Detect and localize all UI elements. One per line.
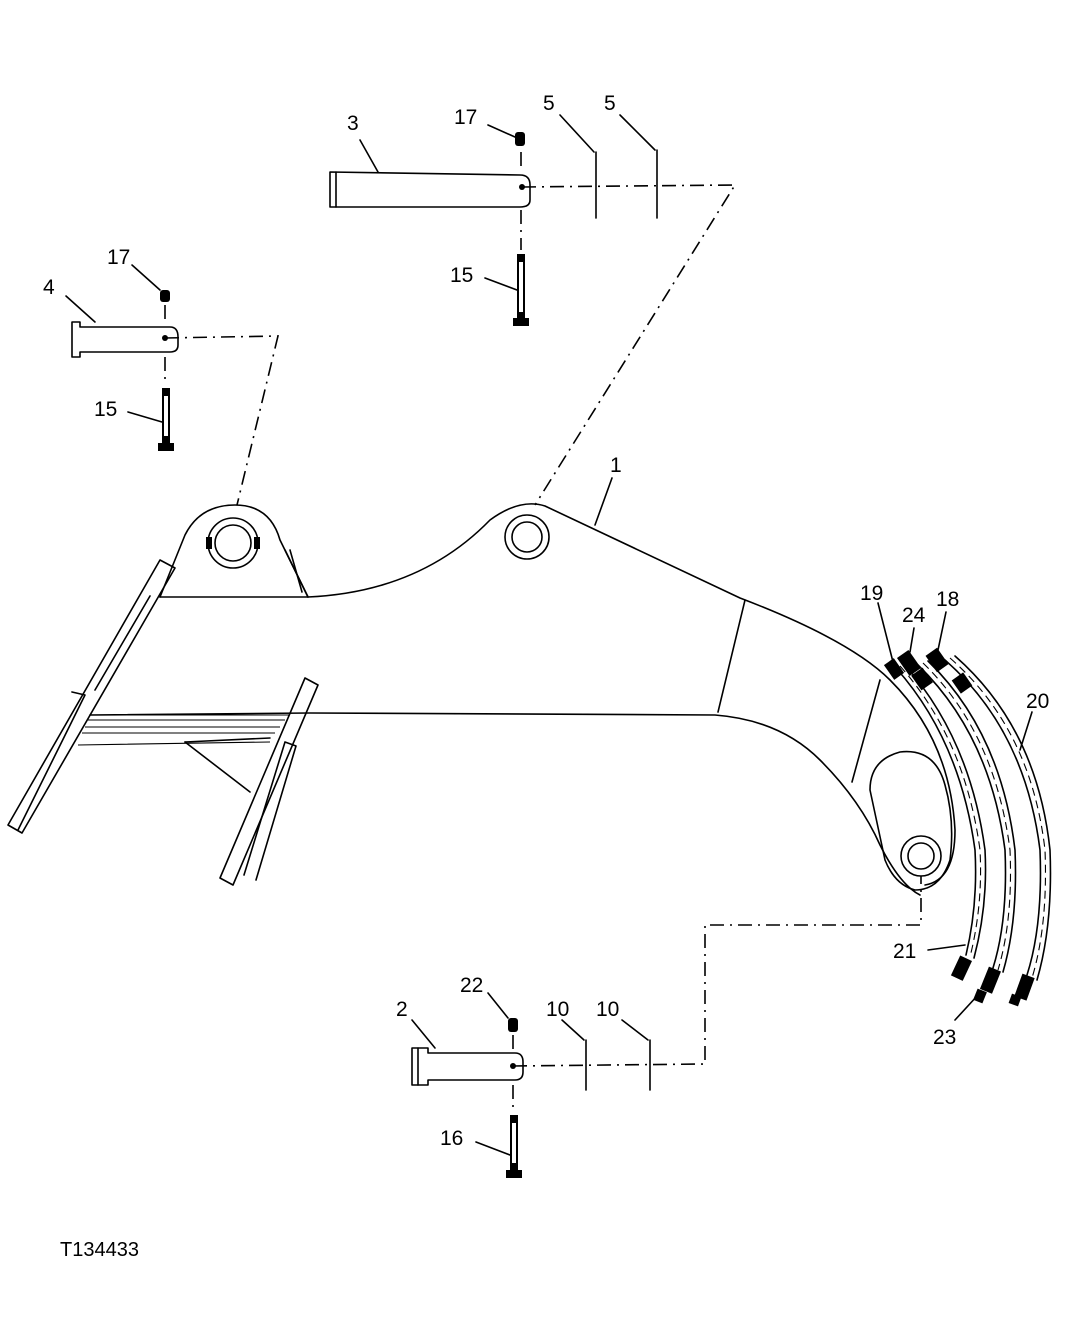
bolt-15-top <box>513 254 529 326</box>
leader-17-top <box>487 124 516 138</box>
pin-2-centerline <box>512 876 922 1067</box>
callout-24: 24 <box>902 604 926 627</box>
callout-1: 1 <box>610 454 622 477</box>
boom-head-plate <box>869 750 953 891</box>
boom-foot-brace-top <box>184 737 271 743</box>
leader-5-a <box>559 114 595 153</box>
leader-24 <box>909 627 915 653</box>
hose-21 <box>895 663 987 981</box>
boom-assembly <box>7 503 956 896</box>
callout-2: 2 <box>396 998 408 1021</box>
callout-21: 21 <box>893 940 916 963</box>
boom-top-outline <box>159 503 956 886</box>
nut-22 <box>508 1018 518 1032</box>
leader-16 <box>475 1141 511 1156</box>
leader-15-top <box>484 277 518 291</box>
pin-2-group <box>411 876 922 1178</box>
pin-3-group <box>329 132 737 506</box>
leader-3 <box>359 139 379 173</box>
bolt-16 <box>506 1115 522 1178</box>
callout-15-top: 15 <box>450 264 473 287</box>
boom-foot-plate-edge <box>94 595 151 691</box>
pin-3 <box>329 171 531 208</box>
figure-code: T134433 <box>60 1239 139 1261</box>
boom-foot-brace <box>184 741 251 793</box>
leader-2 <box>411 1019 436 1049</box>
boom-foot-web <box>77 714 290 746</box>
leader-19 <box>877 602 894 663</box>
nut-17-left <box>160 290 170 302</box>
callout-17-left: 17 <box>107 246 130 269</box>
callout-15-left: 15 <box>94 398 117 421</box>
leader-17-left <box>131 264 161 291</box>
callout-5-a: 5 <box>543 92 555 115</box>
boom-lug-gusset-inner <box>289 549 303 593</box>
callout-22: 22 <box>460 974 483 997</box>
leader-15-left <box>127 411 163 423</box>
boom-seam-1 <box>717 599 746 713</box>
nut-17-top <box>515 132 525 146</box>
callout-3: 3 <box>347 112 359 135</box>
boom-seam-2 <box>851 679 881 783</box>
leader-10-b <box>621 1019 649 1041</box>
callout-10-b: 10 <box>596 998 619 1021</box>
boom-foot-plate-lower-inner <box>243 741 297 881</box>
pin-2 <box>411 1047 524 1086</box>
leader-4 <box>65 295 96 323</box>
boom-cylinder-pin-bore <box>504 514 550 560</box>
hose-fitting-18 <box>925 647 973 694</box>
callout-19: 19 <box>860 582 883 605</box>
leader-1 <box>594 477 613 526</box>
callout-10-a: 10 <box>546 998 569 1021</box>
leader-23 <box>954 994 979 1021</box>
boom-foot-pin-bore <box>206 517 260 569</box>
callout-23: 23 <box>933 1026 956 1049</box>
pin-4-group <box>71 290 280 506</box>
callout-18: 18 <box>936 588 959 611</box>
leader-10-a <box>561 1019 585 1041</box>
boom-foot-plate-lower <box>219 677 319 886</box>
callout-17-top: 17 <box>454 106 477 129</box>
leader-22 <box>487 992 509 1019</box>
boom-foot-plate-upper-inner <box>17 691 86 831</box>
callout-16: 16 <box>440 1127 463 1150</box>
callout-20: 20 <box>1026 690 1049 713</box>
pin-4-centerline <box>164 335 280 506</box>
boom-foot-plate-upper <box>7 559 176 834</box>
hose-20 <box>944 655 1052 1007</box>
hose-fitting-24 <box>896 649 933 691</box>
leader-5-b <box>619 114 656 151</box>
bolt-15-left <box>158 388 174 451</box>
leader-21 <box>927 944 966 951</box>
pin-4 <box>71 321 179 358</box>
hose-fitting-19 <box>883 658 905 680</box>
leader-lines <box>65 114 1033 1156</box>
leader-18 <box>937 611 947 651</box>
callout-labels: 3 17 5 5 15 17 4 15 1 19 24 18 20 21 23 … <box>43 92 1049 1150</box>
callout-5-b: 5 <box>604 92 616 115</box>
boom-bottom-outline <box>89 712 921 896</box>
leader-20 <box>1019 711 1033 751</box>
callout-4: 4 <box>43 276 55 299</box>
boom-arm-pin-bore <box>900 835 942 877</box>
pin-3-centerline <box>521 184 737 506</box>
hose-23 <box>917 660 1017 1004</box>
